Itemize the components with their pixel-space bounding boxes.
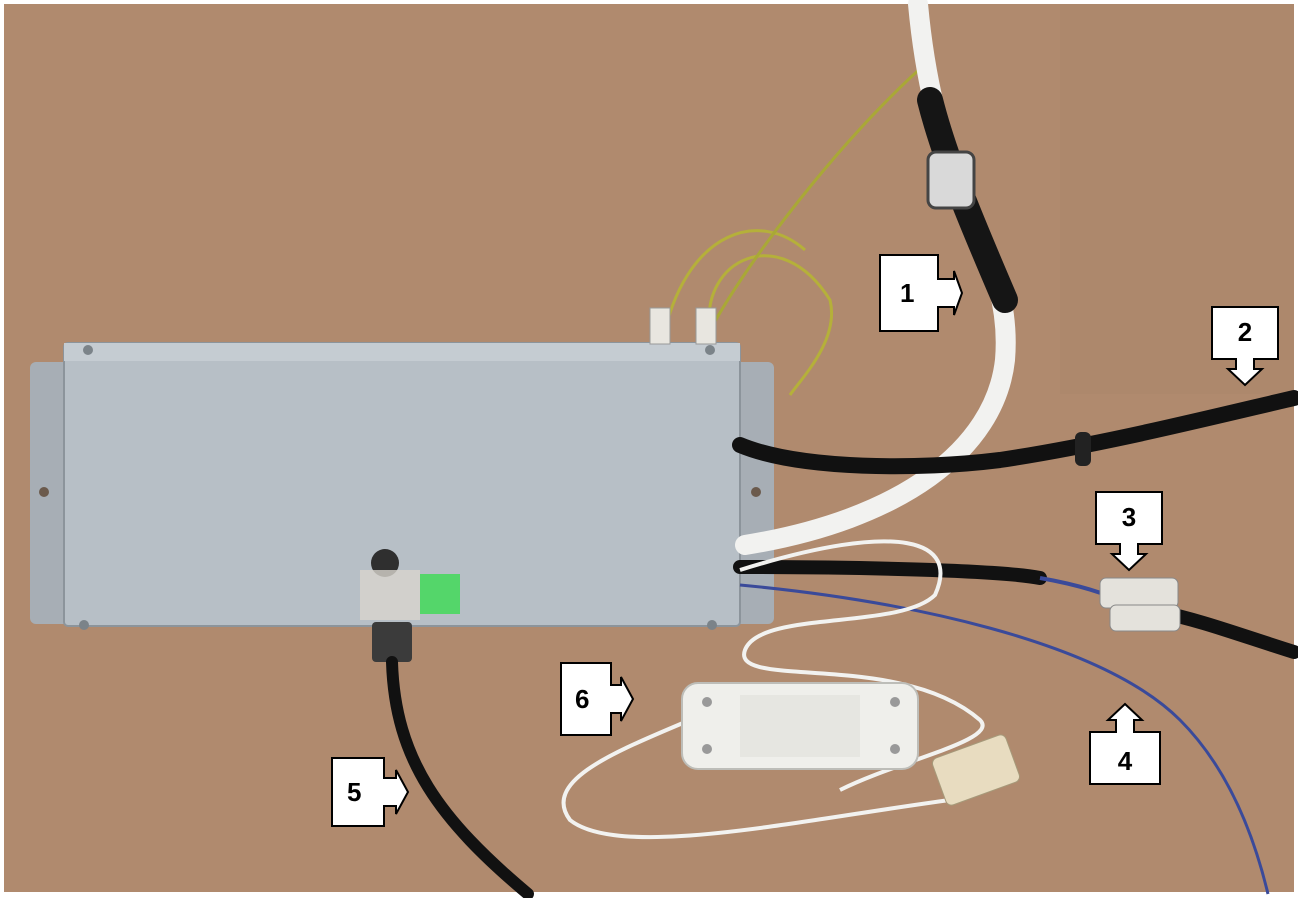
driver-screw-3 — [890, 697, 900, 707]
callout-1-number: 1 — [900, 277, 915, 308]
callout-5-number: 5 — [347, 776, 362, 807]
earth-wire-loop-2 — [707, 254, 834, 396]
screw-top-right — [705, 345, 715, 355]
callout-6-shape — [560, 662, 635, 736]
earth-wire-up — [708, 58, 931, 331]
power-cable — [386, 656, 534, 898]
terminal-connector-2 — [1109, 604, 1181, 632]
callout-2-number: 2 — [1237, 317, 1253, 347]
terminal-connector — [1099, 577, 1179, 609]
power-socket — [372, 622, 412, 662]
black-cable-3-left — [733, 560, 1047, 585]
callout-5-shape — [331, 757, 410, 827]
mounting-hole-left — [39, 487, 49, 497]
enclosure-top-edge — [64, 343, 740, 361]
callout-3-shape — [1095, 491, 1163, 572]
callout-6: 6 — [559, 661, 635, 737]
driver-label — [740, 695, 860, 757]
earth-wire-loop — [663, 229, 806, 331]
callout-5: 5 — [330, 756, 410, 828]
callout-1: 1 — [878, 253, 964, 333]
screw-bottom-left — [79, 620, 89, 630]
earth-terminal-2 — [695, 307, 717, 345]
white-thin-cable-2 — [561, 718, 951, 840]
white-thin-cable — [739, 539, 985, 792]
callout-6-number: 6 — [575, 683, 590, 714]
white-connector-block — [926, 150, 976, 210]
mounting-hole-right — [751, 487, 761, 497]
driver-screw-2 — [702, 744, 712, 754]
callout-3: 3 — [1094, 490, 1164, 572]
callout-4: 4 — [1088, 702, 1162, 786]
black-cable-2 — [732, 390, 1298, 475]
terminal-block-small — [931, 734, 1021, 806]
screw-top-left — [83, 345, 93, 355]
driver-screw-1 — [702, 697, 712, 707]
screw-bottom-right — [707, 620, 717, 630]
callout-1-shape — [879, 254, 964, 332]
green-sticker — [420, 574, 460, 614]
blue-wire — [739, 583, 1270, 895]
label-patch — [360, 570, 420, 620]
callout-4-number: 4 — [1117, 746, 1133, 776]
cable-grommet — [1075, 432, 1091, 466]
earth-terminal-1 — [649, 307, 671, 345]
callout-4-shape — [1089, 702, 1161, 785]
callout-2: 2 — [1210, 305, 1280, 387]
callout-3-number: 3 — [1121, 502, 1137, 532]
driver-screw-4 — [890, 744, 900, 754]
callout-2-shape — [1211, 306, 1279, 387]
